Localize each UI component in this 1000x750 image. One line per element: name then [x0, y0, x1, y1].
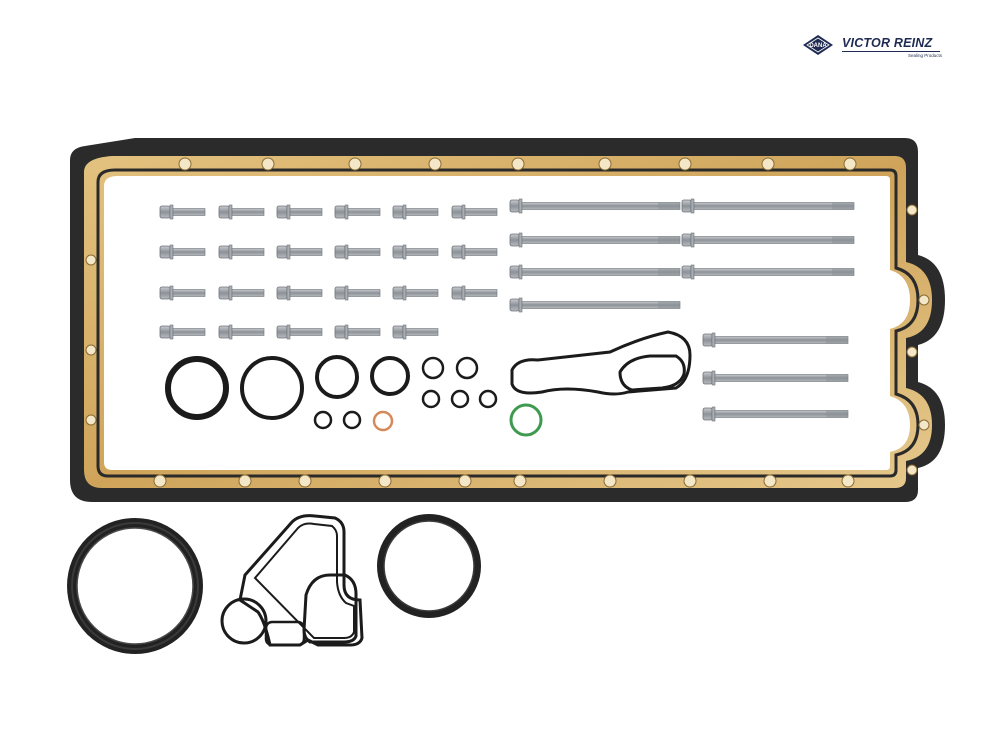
short-bolt: [451, 204, 498, 220]
long-bolt: [509, 297, 681, 313]
gasket-inner-bead: [96, 168, 920, 478]
long-bolts-group: [509, 198, 855, 422]
long-bolt: [702, 370, 849, 386]
bolt-hole: [85, 414, 97, 426]
bolt-hole: [761, 157, 775, 171]
bolt-hole: [178, 157, 192, 171]
bolt-hole: [598, 157, 612, 171]
short-bolt: [334, 204, 381, 220]
small-oring: [421, 356, 445, 380]
long-bolt: [509, 232, 681, 248]
green-oring: [509, 403, 543, 437]
short-bolt: [276, 244, 323, 260]
dana-diamond-icon: DANA: [803, 35, 833, 55]
short-bolt: [159, 204, 206, 220]
bolt-hole: [378, 474, 392, 488]
bolt-hole: [85, 344, 97, 356]
front-crank-seal: [377, 514, 481, 618]
long-bolt: [681, 198, 855, 214]
small-oring: [478, 389, 498, 409]
short-bolt: [159, 285, 206, 301]
bolt-hole: [906, 346, 918, 358]
short-bolt: [334, 285, 381, 301]
bolt-hole: [261, 157, 275, 171]
bolt-hole: [298, 474, 312, 488]
bolt-hole: [906, 464, 918, 476]
small-oring: [421, 389, 441, 409]
brand-tagline: Sealing Products: [908, 53, 943, 58]
short-bolt: [451, 285, 498, 301]
orings-group: [165, 355, 543, 437]
long-bolt: [681, 264, 855, 280]
short-bolt: [334, 244, 381, 260]
large-oring: [165, 356, 229, 420]
short-bolt: [276, 285, 323, 301]
long-bolt: [509, 198, 681, 214]
bolt-hole: [85, 254, 97, 266]
short-bolt: [392, 204, 439, 220]
short-bolt: [392, 244, 439, 260]
logo-rule: [842, 51, 940, 52]
bolt-hole: [513, 474, 527, 488]
medium-oring: [370, 356, 410, 396]
bolt-hole: [458, 474, 472, 488]
short-bolts-group: [159, 204, 498, 340]
rear-main-seal: [67, 518, 203, 654]
small-oring: [313, 410, 333, 430]
short-bolt: [276, 324, 323, 340]
bolt-hole: [683, 474, 697, 488]
brand-name: VICTOR REINZ: [842, 36, 933, 50]
short-bolt: [159, 324, 206, 340]
bolt-hole: [918, 419, 930, 431]
short-bolt: [218, 244, 265, 260]
short-bolt: [218, 204, 265, 220]
filter-housing-gasket: [510, 330, 692, 396]
short-bolt: [334, 324, 381, 340]
bolt-hole: [678, 157, 692, 171]
short-bolt: [392, 285, 439, 301]
bolt-hole: [428, 157, 442, 171]
bolt-hole: [511, 157, 525, 171]
victor-reinz-logo: DANA VICTOR REINZ Sealing Products: [800, 32, 950, 62]
short-bolt: [159, 244, 206, 260]
short-bolt: [392, 324, 439, 340]
bolt-hole: [348, 157, 362, 171]
short-bolt: [276, 204, 323, 220]
bolt-hole: [763, 474, 777, 488]
short-bolt: [451, 244, 498, 260]
oil-pan-gasket: [70, 138, 945, 502]
long-bolt: [681, 232, 855, 248]
bolt-hole: [841, 474, 855, 488]
bolt-hole: [906, 204, 918, 216]
gasket-bolt-holes: [85, 157, 930, 488]
long-bolt: [509, 264, 681, 280]
long-bolt: [702, 406, 849, 422]
bolt-hole: [238, 474, 252, 488]
medium-oring: [315, 355, 359, 399]
dana-mark-text: DANA: [809, 43, 827, 49]
large-oring: [240, 356, 304, 420]
oil-cooler-gasket: [220, 514, 364, 647]
small-oring: [450, 389, 470, 409]
bolt-hole: [843, 157, 857, 171]
small-oring: [342, 410, 362, 430]
short-bolt: [218, 285, 265, 301]
bolt-hole: [153, 474, 167, 488]
bolt-hole: [603, 474, 617, 488]
gasket-inner-cutout: [104, 176, 910, 470]
copper-oring: [372, 410, 394, 432]
bolt-hole: [918, 294, 930, 306]
long-bolt: [702, 332, 849, 348]
small-oring: [455, 356, 479, 380]
short-bolt: [218, 324, 265, 340]
